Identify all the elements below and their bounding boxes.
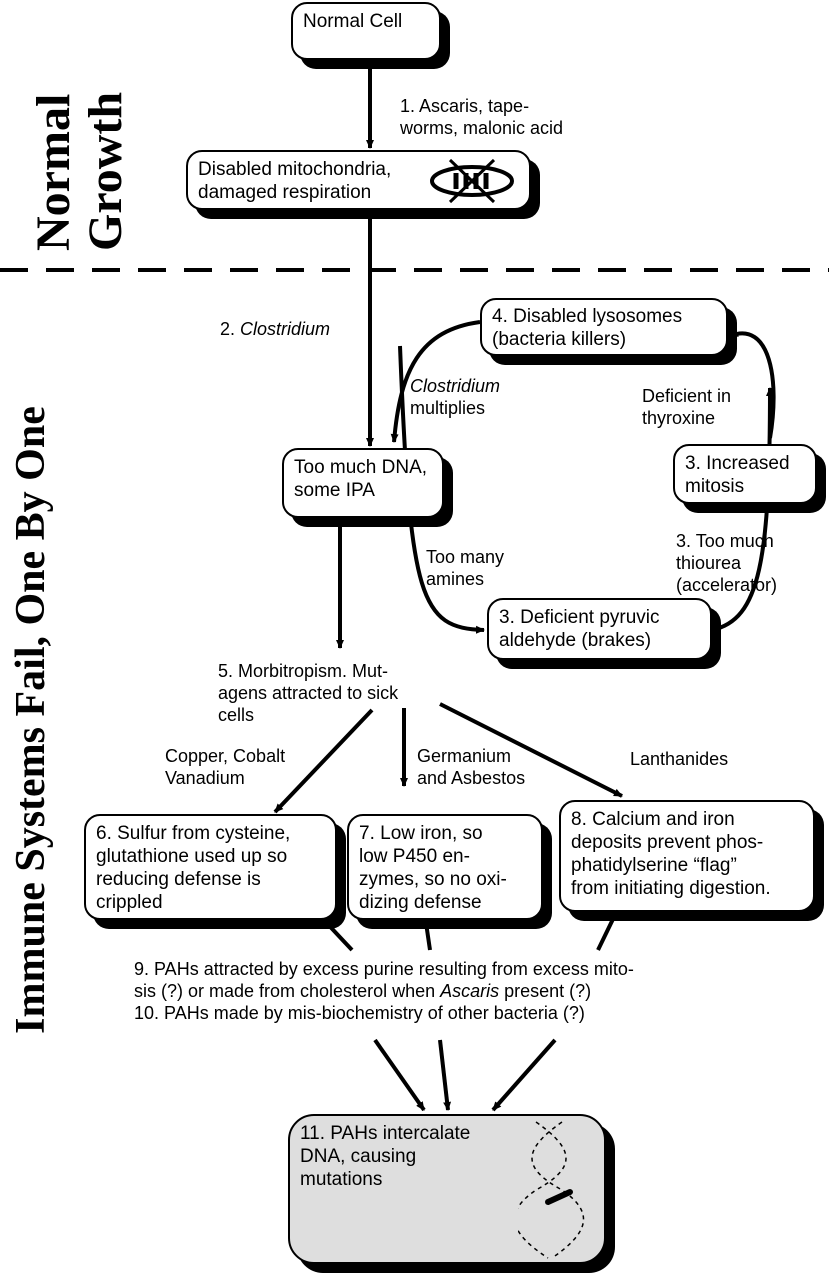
label-morbitropism: 5. Morbitropism. Mut- agens attracted to…: [218, 660, 398, 726]
label-pahs10: 10. PAHs made by mis-biochemistry of oth…: [134, 1003, 585, 1023]
node-pyruvic-line1: 3. Deficient pyruvic: [499, 607, 660, 628]
label-germanium: Germanium and Asbestos: [417, 745, 525, 789]
label-thiourea-line2: thiourea: [676, 553, 742, 573]
node-normal-cell-text: Normal Cell: [303, 11, 403, 32]
label-amines: Too many amines: [426, 546, 504, 590]
node-dna-line1: Too much DNA,: [294, 457, 428, 478]
label-thiourea: 3. Too much thiourea (accelerator): [676, 530, 777, 596]
node-sulfur-cysteine: 6. Sulfur from cysteine, glutathione use…: [84, 814, 337, 920]
label-germ-line1: Germanium: [417, 746, 512, 766]
node-calcium-line1: 8. Calcium and iron: [571, 809, 735, 830]
label-copper-line1: Copper, Cobalt: [165, 746, 286, 766]
label-lanth-text: Lanthanides: [630, 749, 729, 769]
label-pahs9-line1: 9. PAHs attracted by excess purine resul…: [134, 959, 634, 979]
label-ascaris-line1: 1. Ascaris, tape-: [400, 96, 530, 116]
node-calcium-line2: deposits prevent phos-: [571, 832, 764, 853]
node-disabled-mitochondria: Disabled mitochondria, damaged respirati…: [186, 150, 531, 210]
label-thyroxine-line1: Deficient in: [642, 386, 732, 406]
label-clost-mult-line1: Clostridium: [410, 376, 501, 396]
label-copper-line2: Vanadium: [165, 768, 245, 788]
node-low-iron: 7. Low iron, so low P450 en- zymes, so n…: [347, 814, 543, 920]
node-iron-line2: low P450 en-: [359, 846, 470, 867]
label-pahs9-ascaris: Ascaris: [440, 981, 500, 1001]
node-normal-cell: Normal Cell: [291, 2, 441, 60]
node-iron-line1: 7. Low iron, so: [359, 823, 483, 844]
label-clostridium: 2. Clostridium: [220, 318, 330, 340]
node-sulfur-line4: crippled: [96, 892, 163, 913]
node-disabled-lysosomes: 4. Disabled lysosomes (bacteria killers): [480, 298, 728, 356]
node-deficient-pyruvic: 3. Deficient pyruvic aldehyde (brakes): [487, 598, 712, 660]
label-pahs9-line2a: sis (?) or made from cholesterol when: [134, 981, 441, 1001]
arrow-dna-to-pyruvic: [398, 345, 485, 634]
label-thyroxine: Deficient in thyroxine: [642, 385, 731, 429]
arrow-morb-to-calcium: [439, 702, 623, 798]
node-iron-line3: zymes, so no oxi-: [359, 869, 507, 890]
arrow-pahs-right: [491, 1038, 557, 1112]
arrow-mitosis-to-lyso: [729, 329, 776, 439]
label-pahs9-line2: sis (?) or made from cholesterol when As…: [134, 980, 634, 1002]
node-lyso-line2: (bacteria killers): [492, 329, 627, 350]
label-morb-line1: 5. Morbitropism. Mut-: [218, 661, 389, 681]
label-clostridium-name: Clostridium: [240, 319, 331, 339]
node-calcium-line3: phatidylserine “flag”: [571, 855, 737, 876]
node-increased-mitosis: 3. Increased mitosis: [673, 444, 817, 504]
node-dna-line2: some IPA: [294, 480, 375, 501]
label-pahs9-line2b: present (?): [499, 981, 592, 1001]
label-amines-line1: Too many: [426, 547, 505, 567]
node-mito-line1: Disabled mitochondria,: [198, 159, 392, 180]
label-ascaris-line2: worms, malonic acid: [400, 118, 564, 138]
label-morb-line2: agens attracted to sick: [218, 683, 399, 703]
node-mitosis-line2: mitosis: [685, 476, 745, 497]
node-sulfur-line1: 6. Sulfur from cysteine,: [96, 823, 291, 844]
node-mitosis-line1: 3. Increased: [685, 453, 790, 474]
label-thiourea-line1: 3. Too much: [676, 531, 774, 551]
node-pah-line2: DNA, causing: [300, 1146, 417, 1167]
label-amines-line2: amines: [426, 569, 485, 589]
node-calcium-line4: from initiating digestion.: [571, 878, 771, 899]
node-iron-line4: dizing defense: [359, 892, 482, 913]
dna-helix-icon: [518, 1121, 585, 1259]
label-clostridium-multiplies: Clostridium multiplies: [410, 375, 500, 419]
label-pahs-9-10: 9. PAHs attracted by excess purine resul…: [134, 958, 634, 1024]
node-lyso-line1: 4. Disabled lysosomes: [492, 306, 683, 327]
node-calcium-iron: 8. Calcium and iron deposits prevent pho…: [559, 800, 815, 912]
node-pahs-intercalate: 11. PAHs intercalate DNA, causing mutati…: [288, 1114, 606, 1264]
crossed-mitochondrion-icon: [430, 158, 514, 204]
node-sulfur-line2: glutathione used up so: [96, 846, 288, 867]
label-germ-line2: and Asbestos: [417, 768, 526, 788]
node-pah-line1: 11. PAHs intercalate: [300, 1123, 471, 1144]
label-ascaris: 1. Ascaris, tape- worms, malonic acid: [400, 95, 563, 139]
label-clost-mult-line2: multiplies: [410, 398, 486, 418]
label-thiourea-line3: (accelerator): [676, 575, 778, 595]
node-pyruvic-line2: aldehyde (brakes): [499, 630, 652, 651]
label-lanthanides: Lanthanides: [630, 748, 728, 770]
label-copper-cobalt: Copper, Cobalt Vanadium: [165, 745, 285, 789]
arrow-pahs-center: [438, 1039, 452, 1111]
arrow-pahs-left: [373, 1038, 426, 1112]
node-sulfur-line3: reducing defense is: [96, 869, 261, 890]
node-too-much-dna: Too much DNA, some IPA: [282, 448, 444, 518]
node-pah-line3: mutations: [300, 1169, 383, 1190]
arrow-morb-to-sulfur: [273, 708, 374, 814]
label-thyroxine-line2: thyroxine: [642, 408, 716, 428]
label-clostridium-num: 2.: [220, 319, 241, 339]
node-mito-line2: damaged respiration: [198, 182, 372, 203]
arrow-lyso-to-dna: [390, 320, 481, 443]
label-morb-line3: cells: [218, 705, 255, 725]
